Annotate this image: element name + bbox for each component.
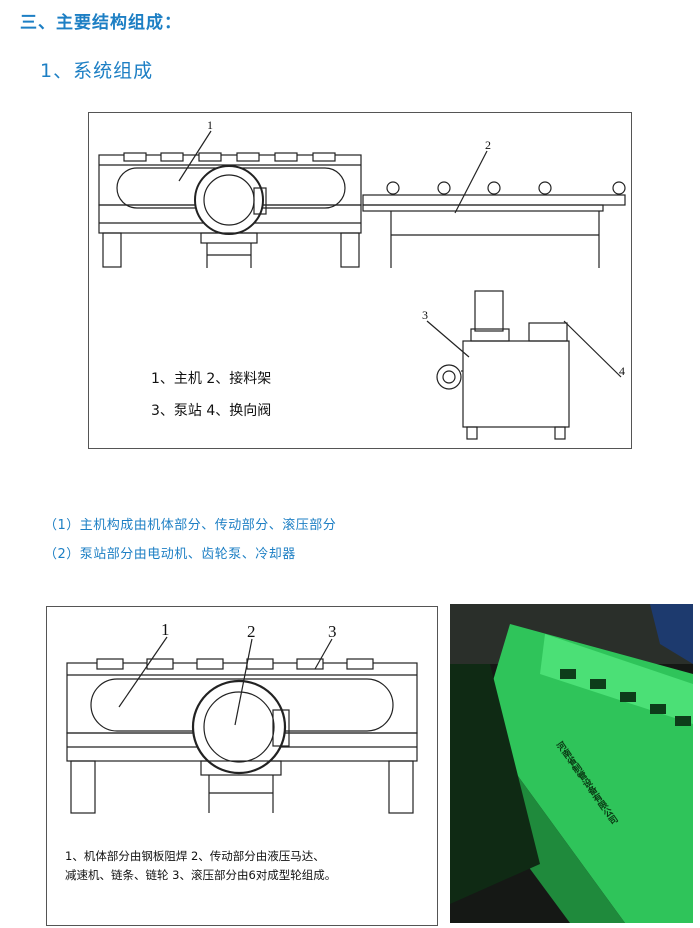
caption-line-2: 减速机、链条、链轮 3、滚压部分由6对成型轮组成。 bbox=[65, 868, 337, 882]
legend-line-2: 3、泵站 4、换向阀 bbox=[151, 403, 272, 419]
note-pump-station: （2）泵站部分由电动机、齿轮泵、冷却器 bbox=[44, 547, 296, 562]
callout-4: 4 bbox=[619, 364, 625, 378]
subsection-heading: 1、系统组成 bbox=[40, 60, 154, 82]
machine-drawing: 1 2 3 bbox=[66, 620, 418, 814]
system-diagram: 1 2 3 4 1、主机 2、接料架 3、泵站 4、换向阀 bbox=[88, 112, 632, 449]
section-heading: 三、主要结构组成： bbox=[20, 13, 182, 33]
callout-1: 1 bbox=[207, 118, 213, 132]
main-machine-diagram: 1 2 3 1、机体部分由钢板阻焊 2、传动部分由液压马达、 减速机、链条、链轮… bbox=[46, 606, 438, 926]
callout-1: 1 bbox=[161, 620, 170, 639]
callout-2: 2 bbox=[485, 138, 491, 152]
callout-2: 2 bbox=[247, 622, 256, 641]
callout-3: 3 bbox=[422, 308, 428, 322]
photo-drawing bbox=[450, 604, 693, 923]
note-main-machine: （1）主机构成由机体部分、传动部分、滚压部分 bbox=[44, 518, 337, 533]
machine-photo: 河南省制管设备有限公司 bbox=[450, 604, 693, 923]
caption-line-1: 1、机体部分由钢板阻焊 2、传动部分由液压马达、 bbox=[65, 849, 325, 863]
callout-3: 3 bbox=[328, 622, 337, 641]
system-drawing: 1 2 3 4 bbox=[98, 118, 626, 440]
legend-line-1: 1、主机 2、接料架 bbox=[151, 371, 272, 387]
